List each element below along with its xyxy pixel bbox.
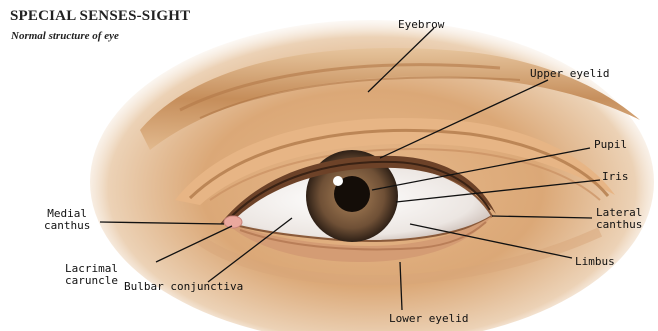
label-iris: Iris [602,171,629,183]
label-bulbar-conjunctiva: Bulbar conjunctiva [124,281,243,293]
label-upper-eyelid: Upper eyelid [530,68,609,80]
label-medial-canthus: Medial canthus [44,208,90,232]
label-lacrimal-caruncle: Lacrimal caruncle [65,263,118,287]
label-eyebrow: Eyebrow [398,19,444,31]
caruncle-shape [224,216,242,228]
label-pupil: Pupil [594,139,627,151]
label-limbus: Limbus [575,256,615,268]
label-lower-eyelid: Lower eyelid [389,313,468,325]
diagram-subtitle: Normal structure of eye [11,30,119,42]
diagram-title: SPECIAL SENSES-SIGHT [10,8,190,25]
label-lateral-canthus: Lateral canthus [596,207,642,231]
